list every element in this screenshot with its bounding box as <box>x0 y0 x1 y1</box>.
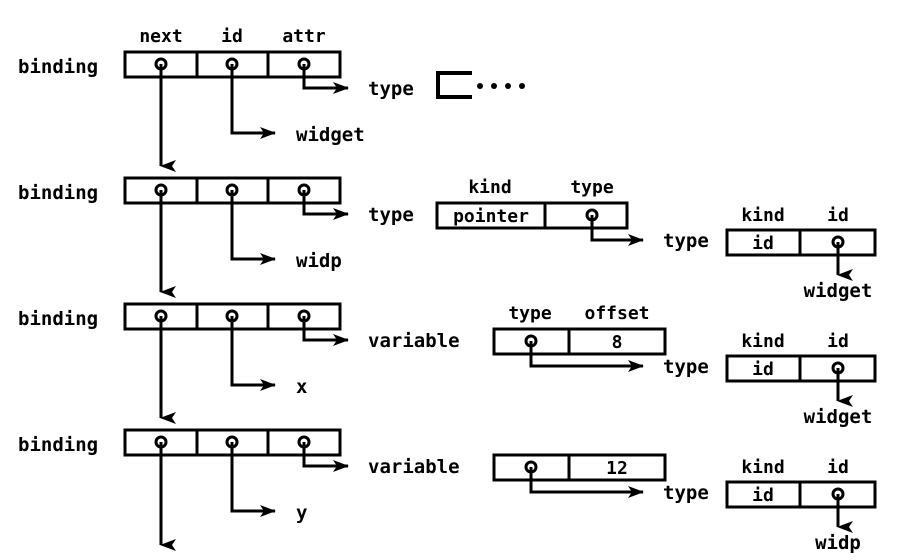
cell-offset-4: 12 <box>606 458 628 479</box>
link-attr-to-variable-3 <box>302 316 349 346</box>
link-attr-to-variable-4 <box>302 442 349 472</box>
type-label-2: type <box>368 204 414 226</box>
variable-record-3 <box>492 327 667 356</box>
header-next: next <box>139 26 182 47</box>
header-id-id-2: id <box>827 205 849 226</box>
link-type-label-2: type <box>663 230 709 252</box>
header-offset-3: offset <box>584 303 649 324</box>
cell-kind-id-2: id <box>752 233 774 254</box>
link-id-to-y-4 <box>230 442 276 517</box>
link-id-to-widp-2 <box>230 190 276 265</box>
type-label-1: type <box>368 78 414 100</box>
widget-label-2: widget <box>804 280 873 302</box>
variable-label-4: variable <box>368 456 460 478</box>
header-type-2: type <box>570 177 614 198</box>
ellipsis-dot-3 <box>505 83 511 89</box>
link-type-label-3: type <box>663 356 709 378</box>
link-type-label-4: type <box>663 482 709 504</box>
widp-label-4: widp <box>815 532 861 554</box>
cell-kind-id-3: id <box>752 359 774 380</box>
link-type-to-id-3 <box>529 341 644 372</box>
cell-kind-pointer-2: pointer <box>453 206 529 227</box>
header-id: id <box>221 26 243 47</box>
x-label-3: x <box>296 376 307 398</box>
widget-label-3: widget <box>804 406 873 428</box>
cell-kind-id-4: id <box>752 485 774 506</box>
cell-offset-3: 8 <box>612 332 623 353</box>
binding-label-4: binding <box>18 434 98 456</box>
ellipsis-dot-1 <box>477 83 483 89</box>
link-attr-to-type-2 <box>302 190 349 220</box>
widget-label-1: widget <box>296 124 365 146</box>
link-id-to-x-3 <box>230 316 276 391</box>
link-id-to-widget-1 <box>230 64 276 139</box>
ellipsis-dot-4 <box>519 83 525 89</box>
header-attr: attr <box>282 26 326 47</box>
header-kind-id-4: kind <box>741 457 784 478</box>
header-id-id-3: id <box>827 331 849 352</box>
ellipsis-dot-2 <box>491 83 497 89</box>
link-type-to-id-2 <box>590 215 644 246</box>
header-kind-id-3: kind <box>741 331 784 352</box>
binding-label-1: binding <box>18 56 98 78</box>
variable-record-4 <box>492 453 667 482</box>
link-type-to-id-4 <box>529 467 644 498</box>
binding-label-3: binding <box>18 308 98 330</box>
header-kind-2: kind <box>468 177 511 198</box>
y-label-4: y <box>296 502 307 524</box>
variable-label-3: variable <box>368 330 460 352</box>
header-type-3: type <box>508 303 552 324</box>
open-type-box-1 <box>436 71 472 99</box>
widp-label-2: widp <box>296 250 342 272</box>
link-attr-to-type-1 <box>302 64 349 94</box>
binding-label-2: binding <box>18 182 98 204</box>
header-kind-id-2: kind <box>741 205 784 226</box>
header-id-id-4: id <box>827 457 849 478</box>
